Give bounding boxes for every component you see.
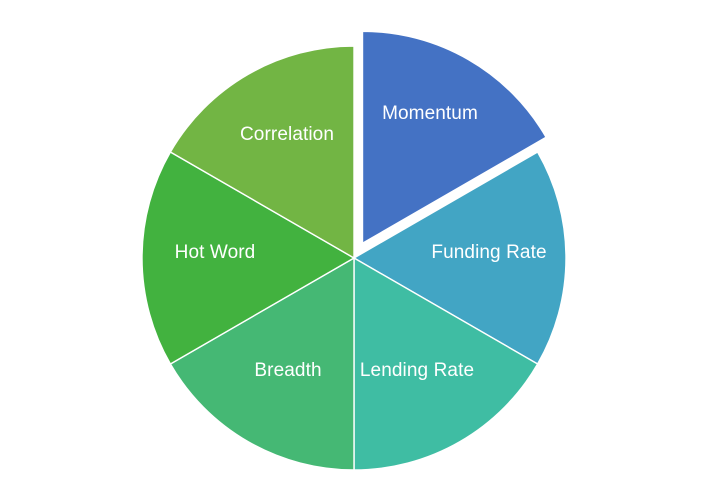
pie-slice-label-breadth: Breadth [254, 360, 321, 381]
pie-slice-label-funding-rate: Funding Rate [431, 242, 546, 263]
pie-slice-funding-rate[interactable] [353, 151, 567, 365]
pie-slices-group [141, 30, 567, 471]
pie-slice-hot-word[interactable] [141, 151, 355, 365]
pie-slice-label-momentum: Momentum [382, 103, 478, 124]
pie-slice-breadth[interactable] [169, 257, 355, 471]
pie-slice-label-lending-rate: Lending Rate [360, 360, 474, 381]
pie-slice-label-hot-word: Hot Word [175, 242, 256, 263]
pie-slice-momentum[interactable] [361, 30, 547, 244]
pie-slice-label-correlation: Correlation [240, 124, 334, 145]
pie-slice-correlation[interactable] [169, 45, 355, 259]
pie-slice-lending-rate[interactable] [353, 257, 539, 471]
